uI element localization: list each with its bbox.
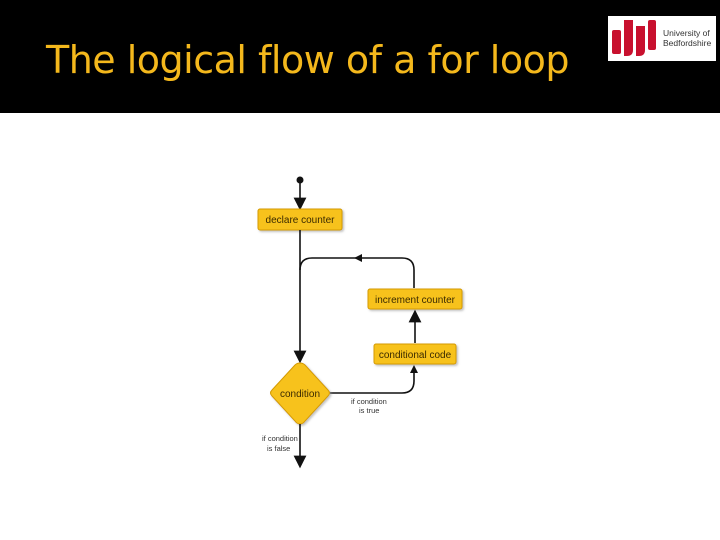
node-conditional-code: conditional code: [373, 343, 457, 365]
loop-back-arrowhead: [354, 254, 362, 262]
false-note-line-1: if condition: [262, 434, 298, 443]
arrow-true-branch: [330, 372, 415, 394]
logo-wordmark: University of Bedfordshire: [663, 28, 715, 48]
node-increment-counter: increment counter: [367, 288, 463, 310]
start-dot: [296, 176, 304, 184]
node-declare-counter-label: declare counter: [266, 215, 336, 226]
node-increment-counter-label: increment counter: [375, 295, 456, 306]
true-branch-arrowhead: [410, 365, 418, 373]
slide-title: The logical flow of a for loop: [46, 38, 569, 82]
true-note-line-2: is true: [359, 406, 379, 415]
node-condition-label: condition: [280, 389, 320, 400]
node-condition: condition: [270, 362, 330, 425]
node-declare-counter: declare counter: [257, 208, 343, 231]
logo-line-2: Bedfordshire: [663, 38, 712, 48]
logo-mark-icon: [612, 20, 656, 56]
node-conditional-code-label: conditional code: [379, 350, 452, 361]
false-note-line-2: is false: [267, 444, 290, 453]
slide-header: [0, 0, 720, 113]
loop-back-line: [299, 257, 415, 288]
logo-line-1: University of: [663, 28, 710, 38]
university-logo: University of Bedfordshire: [608, 16, 716, 61]
true-note-line-1: if condition: [351, 397, 387, 406]
